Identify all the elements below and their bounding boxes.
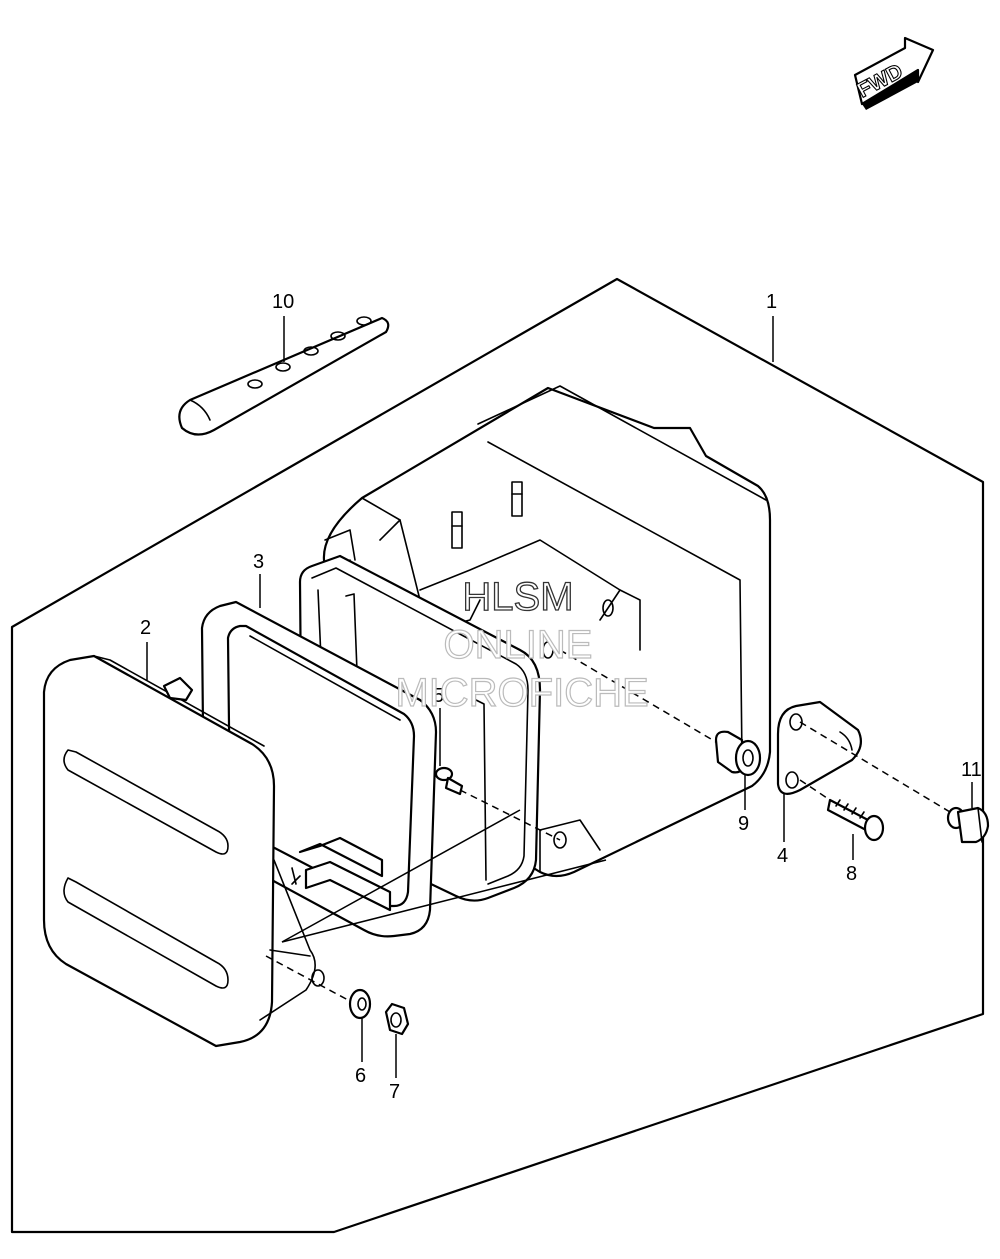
assembly-boundary <box>10 277 985 1234</box>
part-6-washer <box>348 988 372 1020</box>
watermark-line-1: HLSM <box>462 575 573 619</box>
callout-11: 11 <box>961 759 982 781</box>
assembly-dashed-lines <box>265 649 951 1001</box>
watermark: HLSM ONLINE MICROFICHE <box>395 574 650 715</box>
connector-blocks <box>291 836 392 912</box>
part-10-strip <box>178 316 390 436</box>
callout-3: 3 <box>253 551 264 573</box>
callout-2: 2 <box>140 617 151 639</box>
part-5-screw <box>434 766 464 796</box>
callout-6: 6 <box>355 1065 366 1087</box>
callout-10: 10 <box>272 291 294 313</box>
callout-8: 8 <box>846 863 857 885</box>
leader-lines <box>146 316 973 1078</box>
callout-4: 4 <box>777 845 788 867</box>
callout-numbers: 1 2 3 4 5 6 7 8 9 10 11 <box>140 291 982 1103</box>
callout-5: 5 <box>433 685 444 707</box>
part-9-grommet <box>714 730 762 777</box>
fwd-direction-badge: FWD <box>853 36 935 110</box>
part-11-flange-bolt <box>946 806 990 844</box>
part-4-plate <box>776 700 863 795</box>
callout-1: 1 <box>766 291 777 313</box>
part-7-nut <box>384 1002 410 1036</box>
part-2-lens <box>42 654 325 1048</box>
callout-9: 9 <box>738 813 749 835</box>
part-8-bolt <box>826 798 885 842</box>
watermark-line-2: ONLINE <box>444 623 593 667</box>
watermark-line-3: MICROFICHE <box>395 671 648 715</box>
callout-7: 7 <box>389 1081 400 1103</box>
